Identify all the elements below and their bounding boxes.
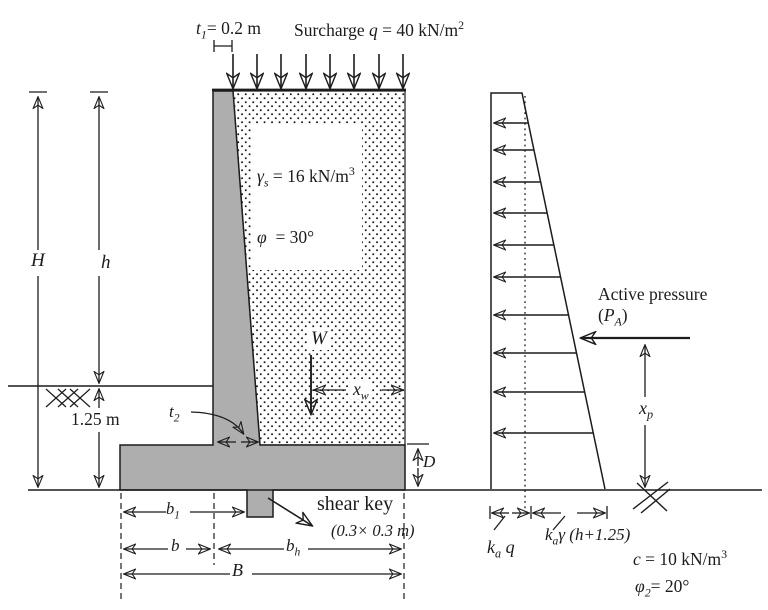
soil-properties-label: γs = 16 kN/m3 φ = 30°: [252, 125, 362, 270]
phi2-label: φ2= 20°: [635, 576, 690, 600]
D-dimension: [407, 443, 429, 485]
soil-friction-angle: φ = 30°: [257, 226, 315, 247]
active-pressure-label: Active pressure: [598, 284, 708, 304]
h-label: h: [101, 252, 111, 273]
cohesion-label: c = 10 kN/m3: [633, 547, 728, 569]
pressure-diagram-outline: [490, 92, 606, 512]
weight-label: W: [308, 328, 330, 350]
b1-label: b1: [166, 499, 180, 522]
shear-key-label: shear key: [317, 493, 394, 515]
t1-label: t1= 0.2 m: [196, 18, 261, 42]
t2-label: t2: [169, 402, 180, 425]
t1-dimension: [213, 40, 233, 52]
pressure-arrows: [495, 123, 594, 433]
b-label: b: [171, 536, 180, 555]
ground-hatch-right: [632, 481, 671, 514]
surcharge-label: Surcharge q = 40 kN/m2: [294, 18, 465, 40]
t2-dimension: [190, 411, 257, 442]
D-label: D: [423, 452, 436, 471]
depth-1-25-label: 1.25 m: [71, 409, 120, 429]
bh-label: bh: [286, 536, 301, 559]
H-dimension: [29, 91, 47, 486]
xw-label: xw: [350, 379, 372, 401]
ka-gamma-label: kaγ (h+1.25): [545, 525, 631, 548]
H-label: H: [31, 250, 45, 271]
xp-label: xp: [639, 398, 654, 422]
kaq-label: ka q: [487, 537, 515, 561]
B-label: B: [232, 560, 243, 580]
shear-key-leader-arrow: [267, 497, 311, 525]
h-dimension: [90, 91, 108, 382]
surcharge-arrows: [233, 54, 403, 87]
soil-unit-weight: γs = 16 kN/m3: [257, 164, 355, 190]
shear-key-size-label: (0.3× 0.3 m): [331, 521, 415, 540]
ground-lines: [8, 385, 762, 491]
extension-lines: [120, 493, 405, 603]
ground-hatch-left: [45, 388, 91, 408]
pressure-base-dimensions: [489, 506, 608, 531]
pa-label: (PA): [598, 305, 628, 329]
